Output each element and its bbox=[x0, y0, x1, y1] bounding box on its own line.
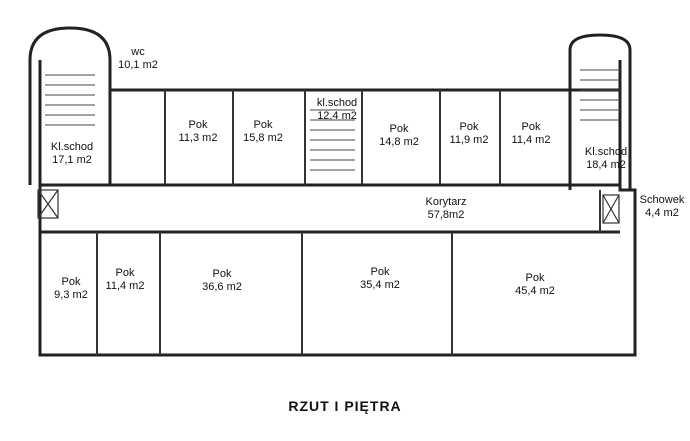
right-stair-tower bbox=[568, 33, 632, 190]
plan-title: RZUT I PIĘTRA bbox=[288, 398, 402, 414]
right-shaft bbox=[602, 194, 620, 224]
outer-wall bbox=[38, 60, 637, 357]
left-stair-tower bbox=[28, 26, 112, 185]
left-shaft bbox=[37, 189, 59, 219]
